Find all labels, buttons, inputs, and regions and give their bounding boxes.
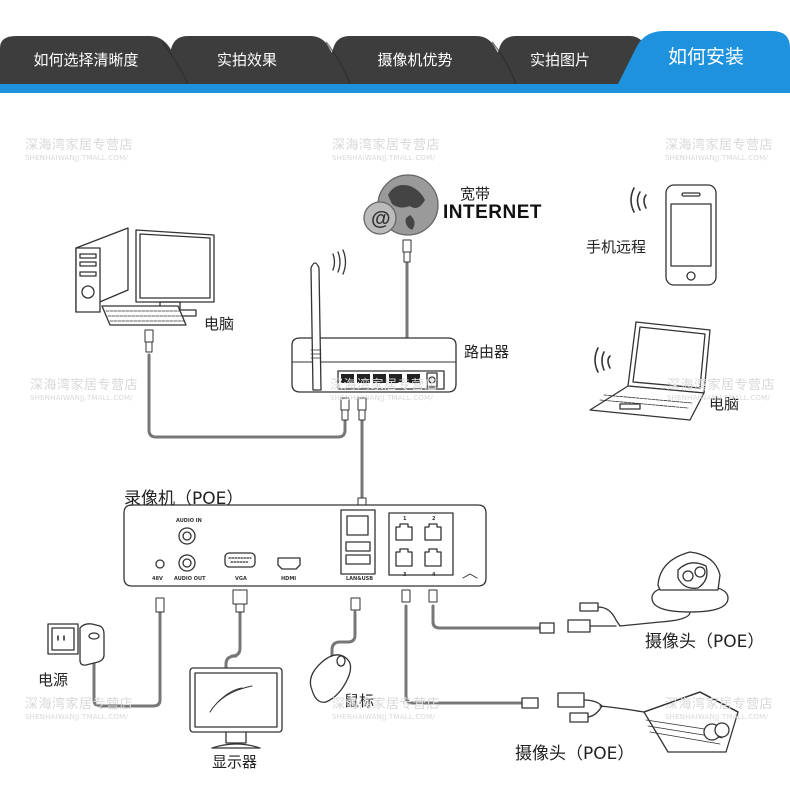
phone-label: 手机远程 (586, 238, 647, 256)
installation-diagram: @ (0, 95, 790, 799)
dome-camera-label: 摄像头（POE） (645, 632, 765, 652)
port-label-audio-out: AUDIO OUT (174, 576, 206, 582)
nvr-recorder-icon (123, 504, 487, 587)
laptop-icon (589, 321, 711, 421)
tab-accent-bar (0, 84, 790, 93)
tab-how-to-install[interactable]: 如何安装 (667, 46, 744, 68)
monitor-icon (189, 667, 283, 749)
mouse-icon (309, 654, 352, 703)
poe-port-4-label: 4 (432, 572, 436, 578)
tab-choose-resolution[interactable]: 如何选择清晰度 (33, 51, 139, 69)
cables (92, 260, 542, 708)
dome-camera-icon (539, 551, 729, 634)
power-adapter-icon (47, 623, 105, 666)
cable-pc-router (147, 353, 347, 439)
tab-camera-advantages[interactable]: 摄像机优势 (377, 51, 453, 69)
internet-label-en: INTERNET (443, 202, 542, 223)
bullet-camera-label: 摄像头（POE） (515, 744, 635, 764)
cable-mouse-nvr (330, 610, 357, 657)
poe-port-3-label: 3 (403, 572, 407, 578)
tab-3-shape[interactable] (322, 36, 516, 84)
tab-real-effect[interactable]: 实拍效果 (216, 51, 277, 69)
poe-port-1-label: 1 (403, 516, 407, 522)
port-label-vga: VGA (235, 576, 247, 582)
smartphone-icon (630, 184, 717, 286)
poe-port-2-label: 2 (432, 516, 436, 522)
tab-4-shape[interactable] (488, 36, 646, 84)
cable-port3-bullet (404, 604, 524, 705)
globe-at-icon: @ (363, 174, 439, 236)
tab-shapes (0, 31, 790, 93)
port-label-audio-in: AUDIO IN (176, 518, 202, 524)
wireless-router-icon (291, 249, 457, 393)
cable-power-nvr (92, 610, 162, 708)
router-label: 路由器 (464, 343, 510, 361)
desktop-label: 电脑 (204, 315, 235, 333)
internet-label-cn: 宽带 (460, 185, 491, 203)
cable-vga-monitor (224, 610, 242, 670)
tab-1-shape[interactable] (0, 36, 188, 84)
bullet-camera-icon (521, 691, 739, 753)
tab-5-shape[interactable] (618, 31, 790, 84)
power-label: 电源 (38, 671, 69, 689)
tab-real-photos[interactable]: 实拍图片 (529, 51, 590, 69)
nvr-label: 录像机（POE） (124, 489, 244, 509)
laptop-label: 电脑 (709, 395, 740, 413)
cable-port4-dome (431, 604, 542, 630)
port-label-hdmi: HDMI (281, 576, 297, 582)
mouse-label: 鼠标 (344, 692, 375, 710)
tab-bar: 如何选择清晰度 实拍效果 摄像机优势 实拍图片 如何安装 (0, 0, 790, 95)
port-label-power: 48V (152, 576, 163, 582)
port-label-lan-usb: LAN&USB (346, 576, 374, 582)
monitor-label: 显示器 (212, 753, 258, 771)
diagram-drawing: @ (47, 174, 739, 753)
desktop-computer-icon (75, 227, 215, 326)
tab-2-shape[interactable] (160, 36, 350, 84)
svg-text:@: @ (371, 208, 391, 230)
